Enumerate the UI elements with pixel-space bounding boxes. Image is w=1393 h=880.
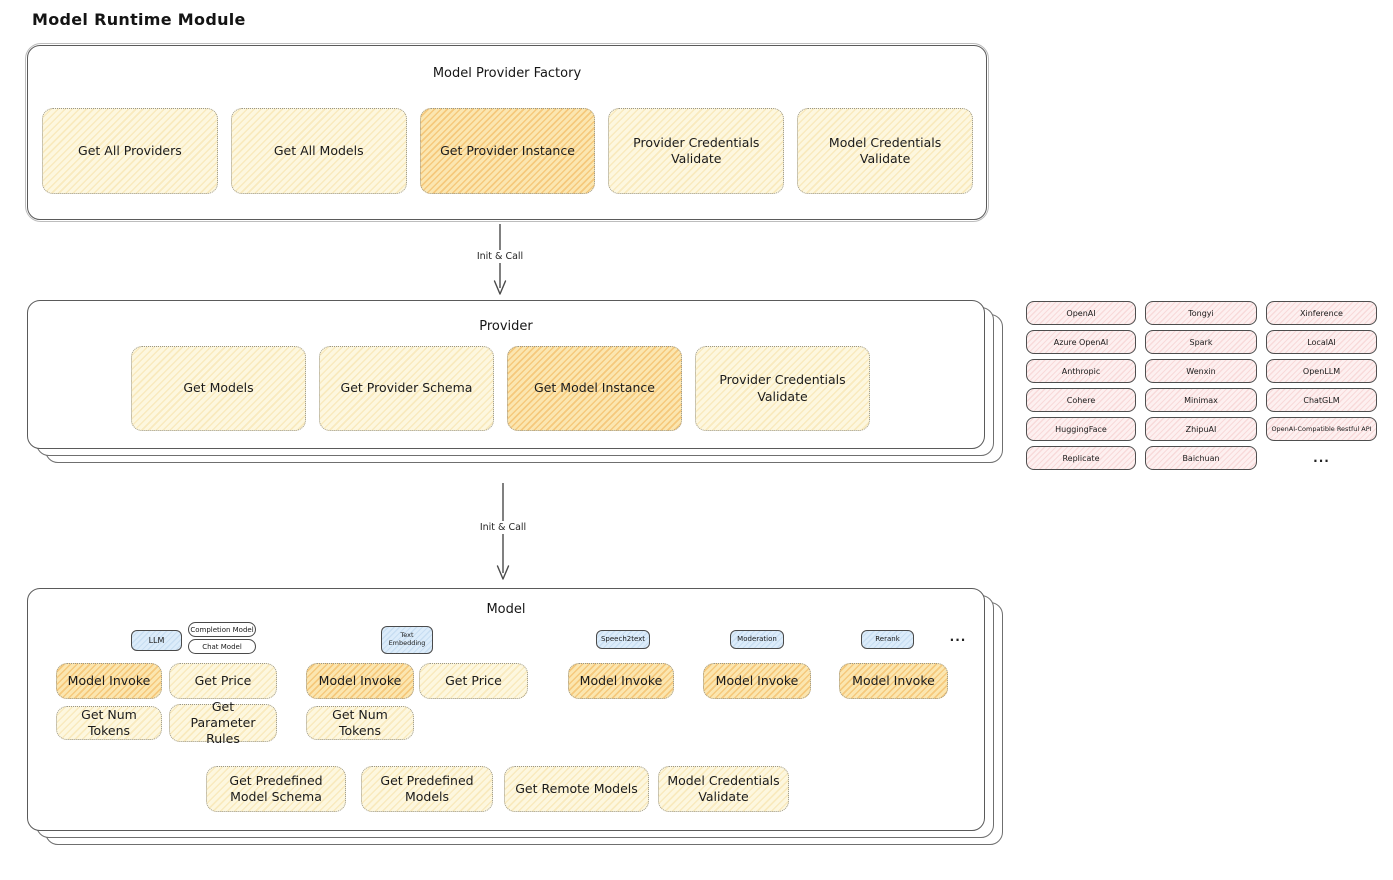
get-predefined-models-button[interactable]: Get Predefined Models bbox=[361, 766, 493, 812]
llm-get-num-tokens-button[interactable]: Get Num Tokens bbox=[56, 706, 162, 740]
arrow-label: Init & Call bbox=[472, 250, 528, 263]
text-embedding-get-num-tokens-button[interactable]: Get Num Tokens bbox=[306, 706, 414, 740]
provider-box[interactable]: Provider Get Models Get Provider Schema … bbox=[27, 300, 1003, 463]
factory-button-get-all-providers[interactable]: Get All Providers bbox=[42, 108, 218, 194]
provider-button-get-provider-schema[interactable]: Get Provider Schema bbox=[319, 346, 494, 431]
tab-rerank[interactable]: Rerank bbox=[861, 630, 914, 649]
tab-moderation[interactable]: Moderation bbox=[730, 630, 784, 649]
llm-model-invoke-button[interactable]: Model Invoke bbox=[56, 663, 162, 699]
tab-completion-model[interactable]: Completion Model bbox=[188, 622, 256, 637]
factory-box[interactable]: Model Provider Factory Get All Providers… bbox=[25, 43, 989, 222]
arrow-label: Init & Call bbox=[475, 521, 531, 534]
provider-title: Provider bbox=[479, 319, 533, 334]
factory-title: Model Provider Factory bbox=[432, 66, 582, 81]
provider-item-openai[interactable]: OpenAI bbox=[1026, 301, 1136, 325]
provider-item-anthropic[interactable]: Anthropic bbox=[1026, 359, 1136, 383]
model-credentials-validate-button[interactable]: Model Credentials Validate bbox=[658, 766, 789, 812]
diagram-title: Model Runtime Module bbox=[32, 10, 246, 29]
init-call-arrow-2: Init & Call bbox=[475, 483, 531, 581]
tab-llm[interactable]: LLM bbox=[131, 630, 182, 651]
model-title: Model bbox=[486, 602, 526, 617]
provider-list-more: ... bbox=[1313, 451, 1330, 465]
provider-item-cohere[interactable]: Cohere bbox=[1026, 388, 1136, 412]
provider-button-row: Get Models Get Provider Schema Get Model… bbox=[131, 346, 870, 431]
moderation-model-invoke-button[interactable]: Model Invoke bbox=[703, 663, 811, 699]
text-embedding-model-invoke-button[interactable]: Model Invoke bbox=[306, 663, 414, 699]
provider-item-azure-openai[interactable]: Azure OpenAI bbox=[1026, 330, 1136, 354]
init-call-arrow-1: Init & Call bbox=[472, 224, 528, 296]
provider-item-huggingface[interactable]: HuggingFace bbox=[1026, 417, 1136, 441]
llm-get-price-button[interactable]: Get Price bbox=[169, 663, 277, 699]
provider-item-minimax[interactable]: Minimax bbox=[1145, 388, 1257, 412]
provider-item-replicate[interactable]: Replicate bbox=[1026, 446, 1136, 470]
speech2text-model-invoke-button[interactable]: Model Invoke bbox=[568, 663, 674, 699]
get-predefined-model-schema-button[interactable]: Get Predefined Model Schema bbox=[206, 766, 346, 812]
get-remote-models-button[interactable]: Get Remote Models bbox=[504, 766, 649, 812]
provider-item-spark[interactable]: Spark bbox=[1145, 330, 1257, 354]
model-box-face: Model LLM Completion Model Chat Model Te… bbox=[27, 588, 985, 831]
provider-item-openai-compatible-restful-api[interactable]: OpenAI-Compatible Restful API bbox=[1266, 417, 1377, 441]
provider-button-provider-credentials-validate[interactable]: Provider Credentials Validate bbox=[695, 346, 870, 431]
provider-box-face: Provider Get Models Get Provider Schema … bbox=[27, 300, 985, 449]
rerank-model-invoke-button[interactable]: Model Invoke bbox=[839, 663, 948, 699]
provider-button-get-model-instance[interactable]: Get Model Instance bbox=[507, 346, 682, 431]
provider-item-openllm[interactable]: OpenLLM bbox=[1266, 359, 1377, 383]
provider-item-localai[interactable]: LocalAI bbox=[1266, 330, 1377, 354]
provider-list: OpenAI Tongyi Xinference Azure OpenAI Sp… bbox=[1026, 301, 1377, 470]
provider-item-baichuan[interactable]: Baichuan bbox=[1145, 446, 1257, 470]
provider-item-wenxin[interactable]: Wenxin bbox=[1145, 359, 1257, 383]
provider-button-get-models[interactable]: Get Models bbox=[131, 346, 306, 431]
model-box[interactable]: Model LLM Completion Model Chat Model Te… bbox=[27, 588, 1003, 845]
tab-chat-model[interactable]: Chat Model bbox=[188, 639, 256, 654]
provider-item-chatglm[interactable]: ChatGLM bbox=[1266, 388, 1377, 412]
provider-item-xinference[interactable]: Xinference bbox=[1266, 301, 1377, 325]
provider-item-zhipuai[interactable]: ZhipuAI bbox=[1145, 417, 1257, 441]
tab-speech2text[interactable]: Speech2text bbox=[596, 630, 650, 649]
tab-text-embedding[interactable]: Text Embedding bbox=[381, 626, 433, 654]
text-embedding-get-price-button[interactable]: Get Price bbox=[419, 663, 528, 699]
factory-button-row: Get All Providers Get All Models Get Pro… bbox=[42, 108, 973, 194]
tabs-more: ... bbox=[949, 630, 967, 644]
llm-get-parameter-rules-button[interactable]: Get Parameter Rules bbox=[169, 699, 277, 746]
factory-button-model-credentials-validate[interactable]: Model Credentials Validate bbox=[797, 108, 973, 194]
factory-button-get-all-models[interactable]: Get All Models bbox=[230, 108, 407, 194]
factory-button-get-provider-instance[interactable]: Get Provider Instance bbox=[419, 108, 596, 194]
provider-item-tongyi[interactable]: Tongyi bbox=[1145, 301, 1257, 325]
factory-button-provider-credentials-validate[interactable]: Provider Credentials Validate bbox=[608, 108, 785, 194]
